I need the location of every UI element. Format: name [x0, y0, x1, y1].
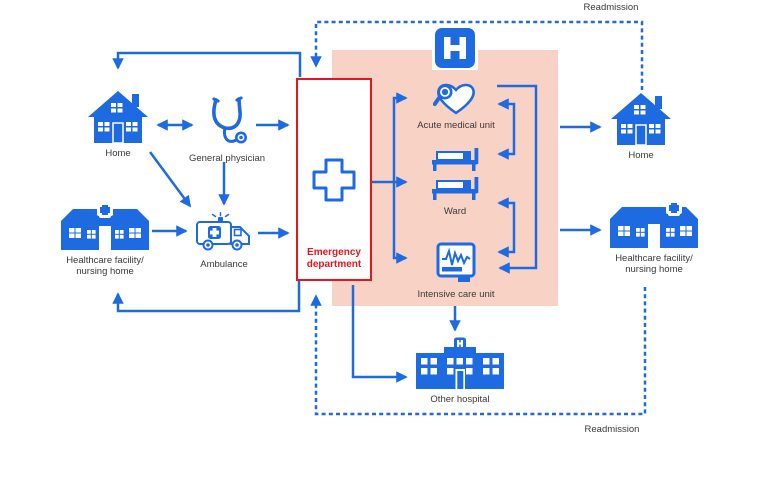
- node-general-physician: General physician: [187, 94, 267, 164]
- ward-label: Ward: [443, 206, 467, 217]
- ecg-monitor-icon: [436, 242, 476, 284]
- healthcare-right-label-line1: Healthcare facility/: [615, 253, 693, 264]
- medical-cross-icon: [312, 158, 356, 202]
- arrow-ed-to-other-hospital: [351, 285, 408, 383]
- arrow-ed-to-healthcare-loop: [112, 281, 301, 313]
- ed-label-line2: department: [306, 259, 362, 270]
- arrow-readmission-top: [310, 20, 644, 90]
- arrow-ward-to-icu: [497, 228, 516, 258]
- ed-label-line1: Emergency: [307, 247, 361, 258]
- home-right-label: Home: [628, 150, 654, 161]
- readmission-label-top: Readmission: [583, 2, 639, 13]
- arrow-ed-to-home-loop: [112, 51, 302, 77]
- acute-medical-unit-label: Acute medical unit: [417, 120, 495, 131]
- healthcare-right-label-line2: nursing home: [625, 264, 683, 275]
- readmission-label-bottom: Readmission: [584, 424, 640, 435]
- node-emergency-department: Emergency department: [296, 78, 372, 281]
- node-other-hospital: Other hospital: [415, 336, 505, 405]
- healthcare-left-label-line1: Healthcare facility/: [66, 255, 144, 266]
- arrow-amu-to-ward: [497, 128, 516, 160]
- hospital-sign: [432, 26, 478, 75]
- node-home-left: Home: [88, 91, 148, 159]
- arrow-home-to-ambulance: [148, 151, 192, 208]
- node-home-right: Home: [611, 93, 671, 161]
- arrow-ed-to-icu: [392, 182, 408, 264]
- house-icon: [88, 91, 148, 143]
- node-ambulance: Ambulance: [193, 212, 255, 270]
- arrow-amu-to-icu: [497, 84, 538, 274]
- node-acute-medical-unit: Acute medical unit: [406, 81, 506, 131]
- ambulance-label: Ambulance: [200, 259, 248, 270]
- node-healthcare-left: Healthcare facility/ nursing home: [61, 202, 149, 277]
- healthcare-left-label-line2: nursing home: [76, 266, 134, 277]
- ambulance-icon: [195, 212, 253, 254]
- arrow-ward-to-amu: [497, 98, 516, 128]
- node-intensive-care-unit: Intensive care unit: [406, 242, 506, 300]
- node-ward: Ward: [427, 148, 483, 217]
- stethoscope-icon: [203, 94, 251, 148]
- intensive-care-unit-label: Intensive care unit: [417, 289, 495, 300]
- arrow-ed-to-amu: [392, 92, 408, 182]
- arrow-icu-to-ward: [497, 197, 516, 228]
- clinic-building-icon: [610, 200, 698, 248]
- heart-magnifier-icon: [433, 81, 479, 115]
- house-icon: [611, 93, 671, 145]
- hospital-beds-icon: [431, 148, 479, 201]
- home-left-label: Home: [105, 148, 131, 159]
- node-healthcare-right: Healthcare facility/ nursing home: [609, 200, 699, 275]
- arrow-readmission-bottom: [310, 287, 647, 416]
- general-physician-label: General physician: [188, 153, 266, 164]
- clinic-building-icon: [61, 202, 149, 250]
- hospital-h-sign-icon: [432, 26, 478, 70]
- hospital-building-icon: [416, 336, 504, 389]
- other-hospital-label: Other hospital: [430, 394, 490, 405]
